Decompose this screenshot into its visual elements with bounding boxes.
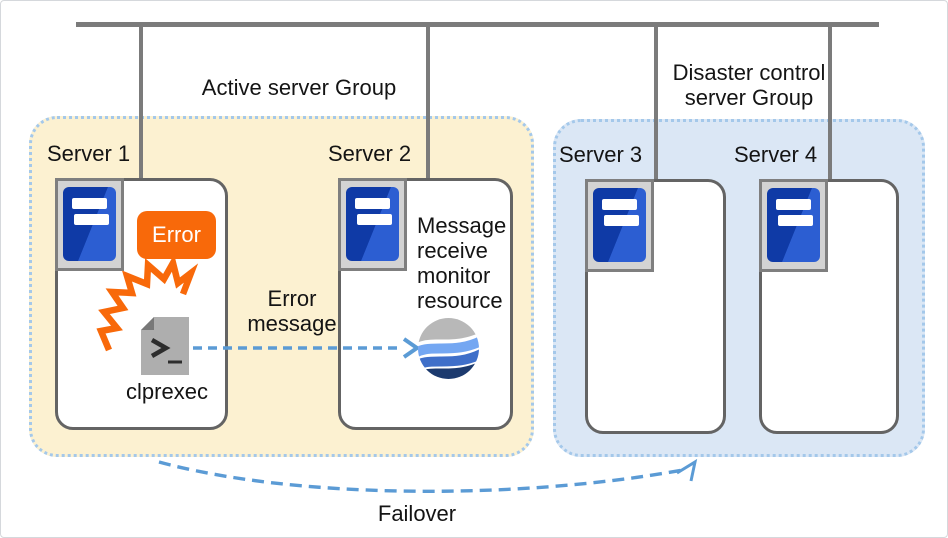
server-slot-bar (355, 198, 390, 209)
network-drop-line-server4 (828, 24, 832, 181)
disaster-group-label: Disaster control server Group (672, 60, 826, 110)
server-slot-bar (74, 214, 109, 225)
server-2-tower-icon (338, 178, 407, 271)
server-3-label: Server 3 (559, 142, 643, 167)
error-badge: Error (137, 211, 216, 259)
server-tower-icon (593, 188, 646, 262)
network-bus-line (76, 22, 879, 27)
server-tower-icon (346, 187, 399, 261)
server-4-tower-icon (759, 179, 828, 272)
server-slot-bar (72, 198, 107, 209)
active-group-label: Active server Group (201, 75, 397, 100)
server-slot-bar (357, 214, 392, 225)
server-1-label: Server 1 (47, 141, 131, 166)
network-drop-line-server1 (139, 24, 143, 180)
error-message-label: Error message (247, 286, 337, 336)
server-1-tower-icon (55, 178, 124, 271)
network-drop-line-server3 (654, 24, 658, 181)
server-slot-bar (778, 215, 813, 226)
server-tower-icon (63, 187, 116, 261)
server-4-box (759, 179, 899, 434)
failover-label: Failover (377, 501, 457, 526)
network-drop-line-server2 (426, 24, 430, 180)
server-slot-bar (604, 215, 639, 226)
clprexec-label: clprexec (126, 379, 208, 404)
server-4-label: Server 4 (734, 142, 818, 167)
server-slot-bar (602, 199, 637, 210)
monitor-resource-label: Message receive monitor resource (417, 213, 507, 313)
dashed-curved-arrow (158, 458, 698, 493)
server-3-tower-icon (585, 179, 654, 272)
server-2-label: Server 2 (328, 141, 412, 166)
server-slot-bar (776, 199, 811, 210)
server-tower-icon (767, 188, 820, 262)
